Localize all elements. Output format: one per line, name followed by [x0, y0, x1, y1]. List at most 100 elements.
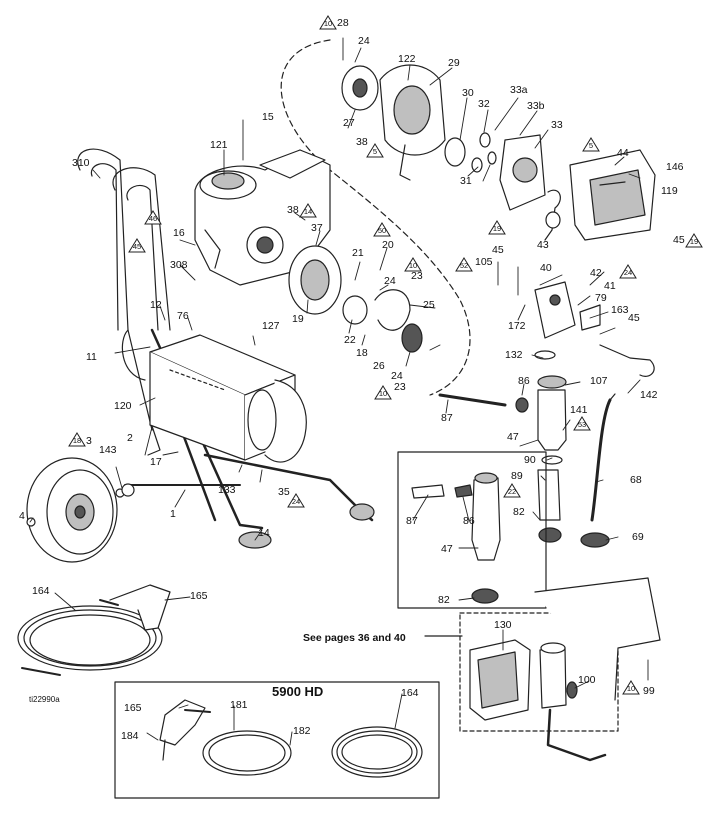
control-box-outline [459, 612, 619, 732]
callout-45b: 45 [628, 312, 640, 324]
front-cover [569, 149, 656, 241]
flag-10d: 10 [622, 680, 640, 695]
callout-23b: 23 [394, 381, 406, 393]
callout-38b: 38 [287, 204, 299, 216]
callout-17: 17 [150, 456, 162, 468]
callout-119: 119 [661, 185, 678, 197]
callout-181: 181 [230, 699, 248, 711]
callout-31: 31 [460, 175, 472, 187]
leader-lines [29, 37, 649, 746]
inset-5900hd-parts [159, 699, 423, 778]
flag-14: 14 [299, 203, 317, 218]
inset-5900hd [114, 681, 440, 799]
callout-28: 28 [337, 17, 349, 29]
callout-165a: 165 [190, 590, 208, 602]
flag-5b: 5 [582, 137, 600, 152]
pump-assembly [438, 350, 567, 543]
inset-pump-parts [411, 472, 501, 604]
callout-107: 107 [590, 375, 608, 387]
callout-27: 27 [343, 117, 355, 129]
flag-24a: 24 [619, 264, 637, 279]
callout-24c: 24 [391, 370, 403, 382]
callout-133: 133 [218, 484, 236, 496]
control-assembly [469, 577, 661, 762]
suction-tube [580, 393, 616, 548]
callout-33b: 33b [527, 100, 545, 112]
gears [444, 132, 561, 241]
callout-122: 122 [398, 53, 416, 65]
callout-308: 308 [170, 259, 188, 271]
callout-37: 37 [311, 222, 323, 234]
engine [194, 149, 331, 286]
figure-id: ti22990a [29, 695, 60, 704]
flag-22: 22 [503, 483, 521, 498]
flag-52: 52 [455, 257, 473, 272]
gear-housing [341, 64, 446, 181]
inset-pump-detail [397, 451, 547, 609]
flag-19b: 19 [685, 233, 703, 248]
callout-2: 2 [127, 432, 133, 444]
wheel [26, 457, 118, 563]
flag-24b: 24 [287, 493, 305, 508]
callout-29: 29 [448, 57, 460, 69]
flag-19a: 19 [488, 220, 506, 235]
callout-87b: 87 [406, 515, 418, 527]
pump-block [534, 281, 601, 339]
callout-99: 99 [643, 685, 655, 697]
callout-42: 42 [590, 267, 602, 279]
flag-53: 53 [573, 416, 591, 431]
callout-120: 120 [114, 400, 132, 412]
callout-15: 15 [262, 111, 274, 123]
callout-127: 127 [262, 320, 280, 332]
flag-10c: 10 [374, 385, 392, 400]
flag-10b: 10 [404, 257, 422, 272]
callout-21: 21 [352, 247, 364, 259]
callout-40: 40 [540, 262, 552, 274]
group-outline [280, 39, 471, 396]
callout-11: 11 [86, 351, 97, 363]
callout-142: 142 [640, 389, 658, 401]
callout-25: 25 [423, 299, 435, 311]
clutch-parts [342, 289, 423, 353]
callout-32: 32 [478, 98, 490, 110]
callout-47b: 47 [441, 543, 453, 555]
callout-24a: 24 [358, 35, 370, 47]
callout-164a: 164 [32, 585, 50, 597]
hose-and-gun [17, 584, 171, 676]
callout-38a: 38 [356, 136, 368, 148]
callout-89: 89 [511, 470, 523, 482]
callout-45a: 45 [492, 244, 504, 256]
flag-18: 18 [68, 432, 86, 447]
callout-33a: 33a [510, 84, 528, 96]
flag-45a: 45 [128, 238, 146, 253]
callout-130: 130 [494, 619, 512, 631]
callout-165b: 165 [124, 702, 142, 714]
callout-141: 141 [570, 404, 588, 416]
callout-105: 105 [475, 256, 493, 268]
callout-86b: 86 [463, 515, 475, 527]
flag-5a: 5 [366, 143, 384, 158]
inset-5900hd-title: 5900 HD [272, 684, 324, 699]
callout-146: 146 [666, 161, 684, 173]
callout-90: 90 [524, 454, 536, 466]
callout-24b: 24 [384, 275, 396, 287]
callout-87a: 87 [441, 412, 453, 424]
callout-143: 143 [99, 444, 117, 456]
flag-50: 50 [373, 222, 391, 237]
callout-68: 68 [630, 474, 642, 486]
callout-69: 69 [632, 531, 644, 543]
callout-22: 22 [344, 334, 356, 346]
callout-4: 4 [19, 510, 25, 522]
callout-19: 19 [292, 313, 304, 325]
callout-18: 18 [356, 347, 368, 359]
callout-76: 76 [177, 310, 189, 322]
callout-184: 184 [121, 730, 139, 742]
callout-82b: 82 [513, 506, 525, 518]
callout-33: 33 [551, 119, 563, 131]
rear-wheel [247, 379, 307, 463]
callout-1: 1 [170, 508, 176, 520]
flag-10a: 10 [319, 15, 337, 30]
callout-86a: 86 [518, 375, 530, 387]
